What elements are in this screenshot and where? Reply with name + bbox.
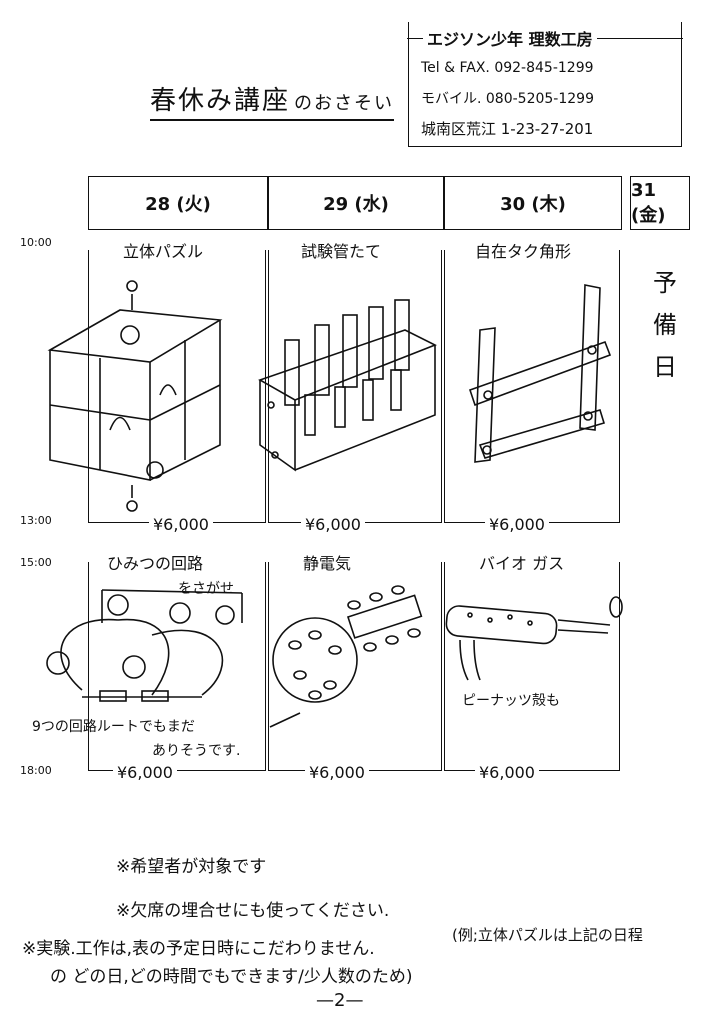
- session-price: ¥6,000: [475, 763, 539, 782]
- session-title: バイオ ガス: [475, 550, 569, 574]
- note-flexible: ※実験.工作は,表の予定日時にこだわりません.: [22, 939, 375, 959]
- note-anytime: の どの日,どの時間でもできます/少人数のため): [50, 967, 413, 987]
- session-title: 自在タク角形: [471, 238, 576, 262]
- contact-mobile: モバイル. 080-5205-1299: [421, 91, 594, 107]
- reserve-day-label: 予 備 日: [652, 262, 678, 388]
- time-10: 10:00: [20, 236, 52, 249]
- contact-address: 城南区荒江 1-23-27-201: [421, 120, 594, 138]
- title-suffix: のおさそい: [294, 93, 395, 114]
- reserve-char-2: 備: [653, 311, 677, 339]
- contact-name: エジソン少年 理数工房: [423, 26, 597, 50]
- contact-tel: Tel & FAX. 092-845-1299: [421, 60, 594, 76]
- note-example: (例;立体パズルは上記の日程: [452, 926, 643, 944]
- reserve-char-1: 予: [653, 269, 677, 297]
- circuit-note-1: 9つの回路ルートでもまだ: [32, 719, 195, 735]
- note-makeup: ※欠席の埋合せにも使ってください.: [116, 901, 390, 921]
- test-tube-rack-illustration: [258, 299, 437, 472]
- session-secret-circuit: ひみつの回路 ¥6,000: [88, 550, 266, 782]
- time-13: 13:00: [20, 514, 52, 527]
- session-price: ¥6,000: [301, 515, 365, 534]
- day-header-28: 28 (火): [88, 176, 268, 230]
- polygon-linkage-illustration: [468, 284, 612, 463]
- session-title: 立体パズル: [119, 238, 208, 262]
- title-main: 春休み講座: [150, 86, 291, 116]
- note-target: ※希望者が対象です: [116, 857, 267, 877]
- session-price: ¥6,000: [305, 763, 369, 782]
- session-price: ¥6,000: [113, 763, 177, 782]
- reserve-char-3: 日: [653, 353, 677, 381]
- session-price: ¥6,000: [149, 515, 213, 534]
- biogas-note: ピーナッツ殻も: [462, 693, 560, 709]
- session-price: ¥6,000: [485, 515, 549, 534]
- session-biogas: バイオ ガス ¥6,000: [444, 550, 620, 782]
- circuit-illustration: [46, 589, 243, 702]
- day-header-29: 29 (水): [268, 176, 444, 230]
- page-number: —2—: [316, 990, 364, 1011]
- day-header-31: 31 (金): [630, 176, 690, 230]
- session-title: 試験管たて: [297, 238, 386, 262]
- session-3d-puzzle: 立体パズル ¥6,000: [88, 238, 266, 534]
- time-18: 18:00: [20, 764, 52, 777]
- page-title: 春休み講座のおさそい: [150, 80, 395, 121]
- contact-box: エジソン少年 理数工房 Tel & FAX. 092-845-1299 モバイル…: [407, 22, 683, 147]
- time-15: 15:00: [20, 556, 52, 569]
- static-electricity-illustration: [269, 585, 423, 728]
- day-header-30: 30 (木): [444, 176, 622, 230]
- session-title: ひみつの回路: [103, 550, 208, 574]
- session-test-tube-rack: 試験管たて ¥6,000: [268, 238, 442, 534]
- session-polygon: 自在タク角形 ¥6,000: [444, 238, 620, 534]
- biogas-illustration: [445, 596, 623, 681]
- session-title: 静電気: [299, 550, 356, 574]
- circuit-note-2: ありそうです.: [152, 743, 241, 759]
- session-static-electricity: 静電気 ¥6,000: [268, 550, 442, 782]
- puzzle-cube-illustration: [47, 280, 223, 512]
